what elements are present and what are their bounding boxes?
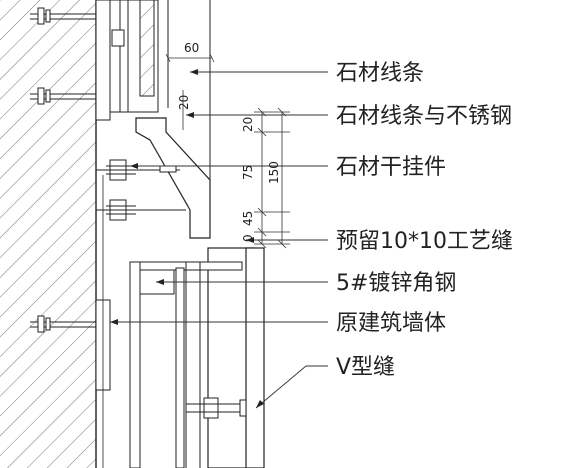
label-dry-hang-fitting: 石材干挂件: [336, 155, 446, 180]
embedded-plates: [95, 0, 111, 468]
dim-0: 0: [241, 234, 255, 242]
label-reserved-joint: 预留10*10工艺缝: [336, 229, 513, 254]
label-stone-trim-stainless: 石材线条与不锈钢: [336, 104, 512, 129]
label-building-wall: 原建筑墙体: [336, 311, 446, 336]
label-v-joint: V型缝: [336, 355, 395, 380]
upper-stone-trim: [109, 0, 211, 200]
lower-stone-panel: [207, 247, 265, 468]
dim-150: 150: [267, 161, 281, 184]
dim-75: 75: [241, 165, 255, 180]
label-stone-trim: 石材线条: [336, 61, 424, 86]
leader-arrows: [110, 69, 264, 408]
leader-lines: [110, 71, 328, 409]
dim-45: 45: [241, 211, 255, 226]
angle-steel: [129, 261, 243, 468]
building-wall: [0, 0, 97, 468]
dim-20-right: 20: [241, 117, 255, 132]
label-angle-steel: 5#镀锌角钢: [336, 271, 456, 296]
dim-20-left: 20: [177, 95, 191, 110]
sloped-trim-profile: [135, 117, 211, 239]
dry-hang-fittings: [96, 159, 186, 221]
dim-60: 60: [184, 41, 199, 55]
lower-fitting: [186, 397, 247, 419]
dimension-lines: [165, 53, 290, 249]
